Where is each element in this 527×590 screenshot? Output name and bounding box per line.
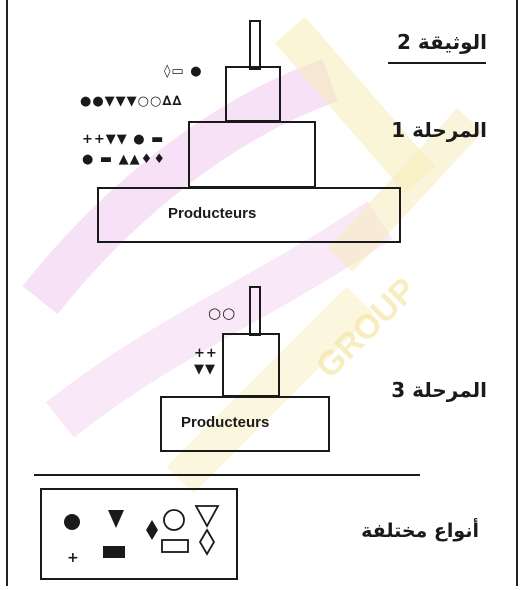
rectangle-outline-icon <box>161 539 189 553</box>
circle-outline-icon <box>163 509 185 531</box>
stage3-stem <box>249 286 261 336</box>
stage3-symbols-top: ○○ <box>208 304 237 322</box>
triangle-down-outline-icon <box>194 505 220 528</box>
stage1-symbols-low1: ++▼▼ ● ▬ <box>82 132 165 147</box>
document-title: الوثيقة 2 <box>397 30 487 54</box>
plus-icon: + <box>67 550 79 566</box>
diamond-filled-icon <box>146 520 158 540</box>
page-frame <box>6 0 518 586</box>
legend-label: أنواع مختلفة <box>361 520 479 542</box>
triangle-down-filled-icon <box>108 510 124 528</box>
diamond-outline-icon <box>198 528 216 556</box>
stage1-stem <box>249 20 261 70</box>
stage1-producers-box <box>97 187 401 243</box>
section-divider <box>34 474 420 476</box>
stage1-symbols-low2: ● ▬ ▲▲♦♦ <box>82 152 166 167</box>
stage3-symbols-mid: ++ <box>194 346 218 361</box>
stage1-symbols-top: ◊▭ ● <box>164 64 203 79</box>
stage1-level2 <box>188 121 316 188</box>
legend-box <box>40 488 238 580</box>
stage3-upper <box>222 333 280 397</box>
stage1-level3 <box>225 66 281 122</box>
legend-shapes: + <box>64 505 220 566</box>
rectangle-filled-icon <box>103 546 125 558</box>
stage1-symbols-mid: ●●▼▼▼○○∆∆ <box>80 94 183 109</box>
stage3-producers-box <box>160 396 330 452</box>
circle-filled-icon <box>64 514 80 530</box>
stage3-producers-label: Producteurs <box>181 414 270 431</box>
stage1-producers-label: Producteurs <box>168 205 257 222</box>
title-underline <box>388 62 486 64</box>
stage3-label: المرحلة 3 <box>391 378 487 402</box>
stage1-label: المرحلة 1 <box>391 118 487 142</box>
stage3-symbols-low: ▼▼ <box>194 362 216 377</box>
